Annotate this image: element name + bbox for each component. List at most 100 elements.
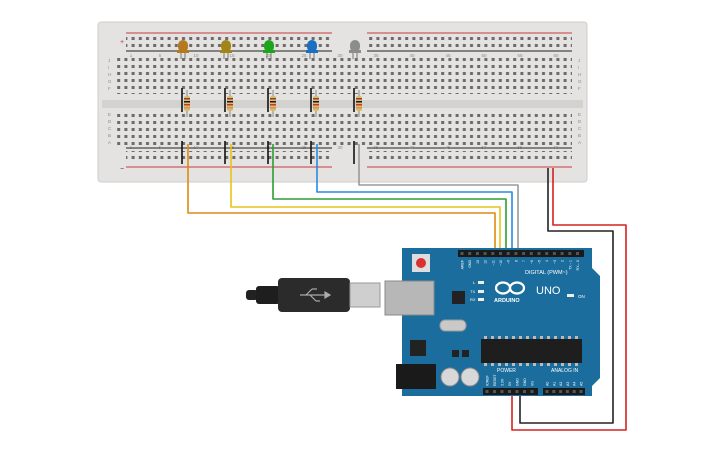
rx-label: RX [470, 297, 476, 302]
row-letter: A [108, 140, 111, 145]
resistor-band [184, 107, 190, 109]
digital-label: DIGITAL (PWM~) [525, 270, 568, 276]
column-number: 5 [159, 145, 162, 150]
header-pin[interactable] [579, 390, 583, 393]
row-letter: H [578, 72, 581, 77]
resistor-band [313, 98, 319, 100]
header-pin[interactable] [559, 390, 563, 393]
row-letter: F [578, 86, 581, 91]
header-pin[interactable] [522, 252, 526, 255]
power-label: POWER [497, 368, 516, 374]
resistor-band [313, 101, 319, 103]
header-pin[interactable] [515, 390, 519, 393]
row-letter: J [108, 58, 110, 63]
header-pin[interactable] [500, 390, 504, 393]
header-pin[interactable] [483, 252, 487, 255]
column-number: 15 [229, 53, 235, 58]
wire-yellow[interactable] [230, 144, 501, 254]
wire-black[interactable] [519, 168, 614, 424]
wire-orange[interactable] [187, 144, 496, 254]
header-pin[interactable] [475, 252, 479, 255]
wires [187, 144, 627, 431]
resistor-band [356, 98, 362, 100]
wire-green[interactable] [272, 144, 507, 254]
row-letter: D [108, 119, 112, 124]
header-pin[interactable] [545, 252, 549, 255]
header-pin[interactable] [568, 252, 572, 255]
power-pin-label: 3.3V [501, 378, 505, 386]
analog-label: ANALOG IN [551, 368, 579, 374]
reset-button[interactable] [416, 258, 426, 268]
digital-pin-label: 13 [476, 260, 480, 264]
row-letter: A [578, 140, 581, 145]
digital-pin-label: 8 [514, 260, 518, 262]
column-number: 60 [553, 53, 559, 58]
digital-pin-label: ~5 [538, 260, 542, 264]
resistor-band [227, 104, 233, 106]
usb-port[interactable] [384, 280, 435, 316]
header-pin[interactable] [572, 390, 576, 393]
column-number: 35 [373, 53, 379, 58]
column-number: 35 [373, 145, 379, 150]
led-base [349, 50, 361, 53]
header-pin[interactable] [508, 390, 511, 393]
header-pin[interactable] [523, 390, 526, 393]
row-letter: E [578, 112, 581, 117]
column-number: 25 [301, 145, 307, 150]
header-pin[interactable] [560, 252, 564, 255]
digital-pin-label: TX→1 [568, 260, 572, 270]
voltage-regulator [410, 340, 426, 356]
resistor-band [270, 98, 276, 100]
row-letter: B [578, 133, 581, 138]
header-pin[interactable] [565, 390, 569, 393]
led-blue[interactable] [307, 40, 317, 52]
header-pin[interactable] [514, 252, 518, 255]
header-pin[interactable] [552, 390, 556, 393]
power-pin-label: RESET [493, 373, 497, 386]
led-green[interactable] [264, 40, 274, 52]
wire-red[interactable] [511, 168, 627, 431]
header-pin[interactable] [499, 252, 502, 255]
column-number: 50 [481, 145, 487, 150]
power-jack[interactable] [396, 364, 436, 389]
led-orange[interactable] [178, 40, 188, 52]
header-pin[interactable] [552, 252, 556, 255]
analog-pin-label: A1 [552, 382, 556, 386]
column-number: 15 [229, 145, 235, 150]
header-pin[interactable] [537, 252, 541, 255]
row-letter: E [108, 112, 111, 117]
led-white[interactable] [350, 40, 360, 52]
header-pin[interactable] [529, 252, 533, 255]
digital-pin-label: RX←0 [576, 260, 580, 270]
row-letter: B [108, 133, 111, 138]
header-pin[interactable] [460, 252, 464, 255]
header-pin[interactable] [576, 252, 579, 255]
digital-pin-label: 4 [545, 260, 549, 262]
header-pin[interactable] [491, 252, 495, 255]
led-yellow[interactable] [221, 40, 231, 52]
row-letter: D [578, 119, 582, 124]
analog-header[interactable] [543, 388, 585, 395]
usb-cable[interactable] [246, 278, 381, 312]
wire-gray[interactable] [358, 144, 519, 254]
header-pin[interactable] [530, 390, 534, 393]
crystal [439, 319, 467, 332]
header-pin[interactable] [468, 252, 472, 255]
row-letter: C [108, 126, 112, 131]
header-pin[interactable] [485, 390, 489, 393]
row-letter: C [578, 126, 582, 131]
resistor-band [227, 98, 233, 100]
header-pin[interactable] [545, 390, 549, 393]
header-pin[interactable] [506, 252, 510, 255]
digital-pin-label: 2 [561, 260, 565, 262]
header-pin[interactable] [493, 390, 496, 393]
wire-blue[interactable] [316, 144, 513, 254]
digital-pin-label: ~3 [553, 260, 557, 264]
digital-pin-label: GND [468, 260, 472, 268]
resistor-band [313, 107, 319, 109]
digital-pin-label: ~11 [491, 260, 495, 266]
digital-header[interactable] [458, 250, 584, 257]
